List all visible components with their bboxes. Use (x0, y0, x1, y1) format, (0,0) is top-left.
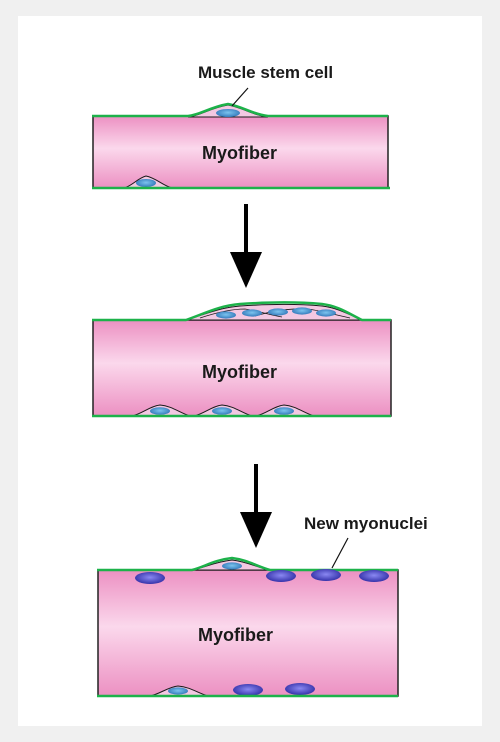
stem-cell-pointer (231, 87, 249, 107)
label-myofiber-2: Myofiber (202, 362, 278, 382)
myonucleus (135, 572, 165, 584)
myonucleus (266, 570, 296, 582)
myofiber-1 (92, 115, 389, 189)
stem-cell-top-1 (187, 104, 269, 118)
stem-cell-nucleus (216, 109, 240, 117)
myofiber-2 (92, 319, 392, 417)
myonucleus (285, 683, 315, 695)
activated-cells-top-2 (185, 304, 363, 321)
stem-cell-bottom-3 (149, 685, 209, 697)
new-myonuclei-top (135, 569, 389, 584)
stem-cell-bottom-1 (123, 175, 173, 189)
myonucleus (311, 569, 341, 581)
myonucleus (233, 684, 263, 696)
myonucleus (359, 570, 389, 582)
myofiber-3 (97, 569, 399, 697)
arrow-down-1 (230, 204, 262, 288)
new-myonuclei-pointer (331, 537, 349, 569)
label-myofiber-3: Myofiber (198, 625, 274, 645)
label-muscle-stem-cell: Muscle stem cell (198, 63, 334, 82)
new-myonuclei-bottom (233, 683, 315, 696)
label-new-myonuclei: New myonuclei (304, 514, 428, 533)
activated-cells-bottom-2 (131, 404, 315, 417)
membrane-top-1 (92, 102, 388, 118)
membrane-top-2 (92, 301, 391, 322)
label-myofiber-1: Myofiber (202, 143, 278, 163)
arrow-down-2 (240, 464, 272, 548)
membrane-top-3 (97, 556, 398, 572)
